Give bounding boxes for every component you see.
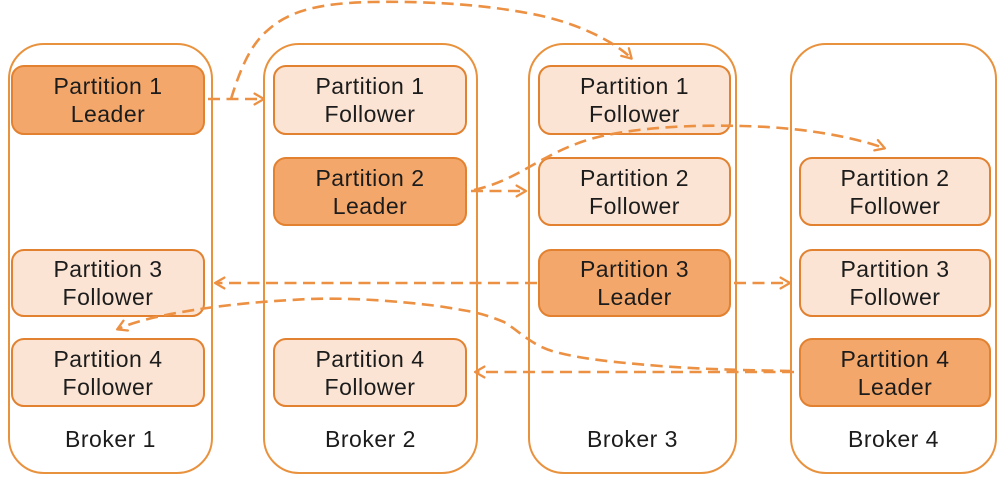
partition-3-follower-broker-1: Partition 3 Follower xyxy=(11,249,205,317)
partition-role: Follower xyxy=(849,284,941,310)
partition-role: Follower xyxy=(324,101,416,127)
partition-3-follower-broker-4: Partition 3 Follower xyxy=(799,249,991,317)
partition-4-follower-broker-2: Partition 4 Follower xyxy=(273,338,467,407)
partition-role: Follower xyxy=(849,192,941,219)
broker-2-container: Partition 1 Follower Partition 2 Leader … xyxy=(263,43,478,474)
partition-role: Leader xyxy=(332,192,408,219)
broker-4-container: Partition 2 Follower Partition 3 Followe… xyxy=(790,43,997,474)
partition-3-leader-broker-3: Partition 3 Leader xyxy=(538,249,731,317)
partition-title: Partition 2 xyxy=(840,164,950,191)
partition-2-follower-broker-3: Partition 2 Follower xyxy=(538,157,731,226)
partition-role: Leader xyxy=(70,101,146,127)
partition-role: Follower xyxy=(324,373,416,400)
partition-1-follower-broker-2: Partition 1 Follower xyxy=(273,65,467,135)
partition-role: Follower xyxy=(589,192,680,219)
partition-role: Follower xyxy=(589,101,680,127)
broker-1-container: Partition 1 Leader Partition 3 Follower … xyxy=(8,43,213,474)
partition-title: Partition 3 xyxy=(840,256,950,282)
partition-title: Partition 4 xyxy=(840,345,950,372)
broker-2-label: Broker 2 xyxy=(325,425,416,452)
partition-role: Leader xyxy=(597,284,672,310)
partition-4-leader-broker-4: Partition 4 Leader xyxy=(799,338,991,407)
partition-role: Leader xyxy=(857,373,933,400)
partition-title: Partition 3 xyxy=(53,256,163,282)
partition-title: Partition 4 xyxy=(315,345,425,372)
partition-title: Partition 3 xyxy=(579,256,690,282)
partition-title: Partition 2 xyxy=(579,164,690,191)
partition-2-follower-broker-4: Partition 2 Follower xyxy=(799,157,991,226)
broker-3-label: Broker 3 xyxy=(587,425,678,452)
broker-4-label: Broker 4 xyxy=(848,425,939,452)
partition-title: Partition 2 xyxy=(315,164,425,191)
partition-title: Partition 1 xyxy=(315,73,425,99)
partition-4-follower-broker-1: Partition 4 Follower xyxy=(11,338,205,407)
partition-2-leader-broker-2: Partition 2 Leader xyxy=(273,157,467,226)
partition-role: Follower xyxy=(62,373,154,400)
partition-title: Partition 1 xyxy=(579,73,690,99)
partition-title: Partition 1 xyxy=(53,73,163,99)
partition-1-follower-broker-3: Partition 1 Follower xyxy=(538,65,731,135)
partition-1-leader-broker-1: Partition 1 Leader xyxy=(11,65,205,135)
broker-1-label: Broker 1 xyxy=(65,425,156,452)
broker-3-container: Partition 1 Follower Partition 2 Followe… xyxy=(528,43,737,474)
partition-role: Follower xyxy=(62,284,154,310)
partition-title: Partition 4 xyxy=(53,345,163,372)
